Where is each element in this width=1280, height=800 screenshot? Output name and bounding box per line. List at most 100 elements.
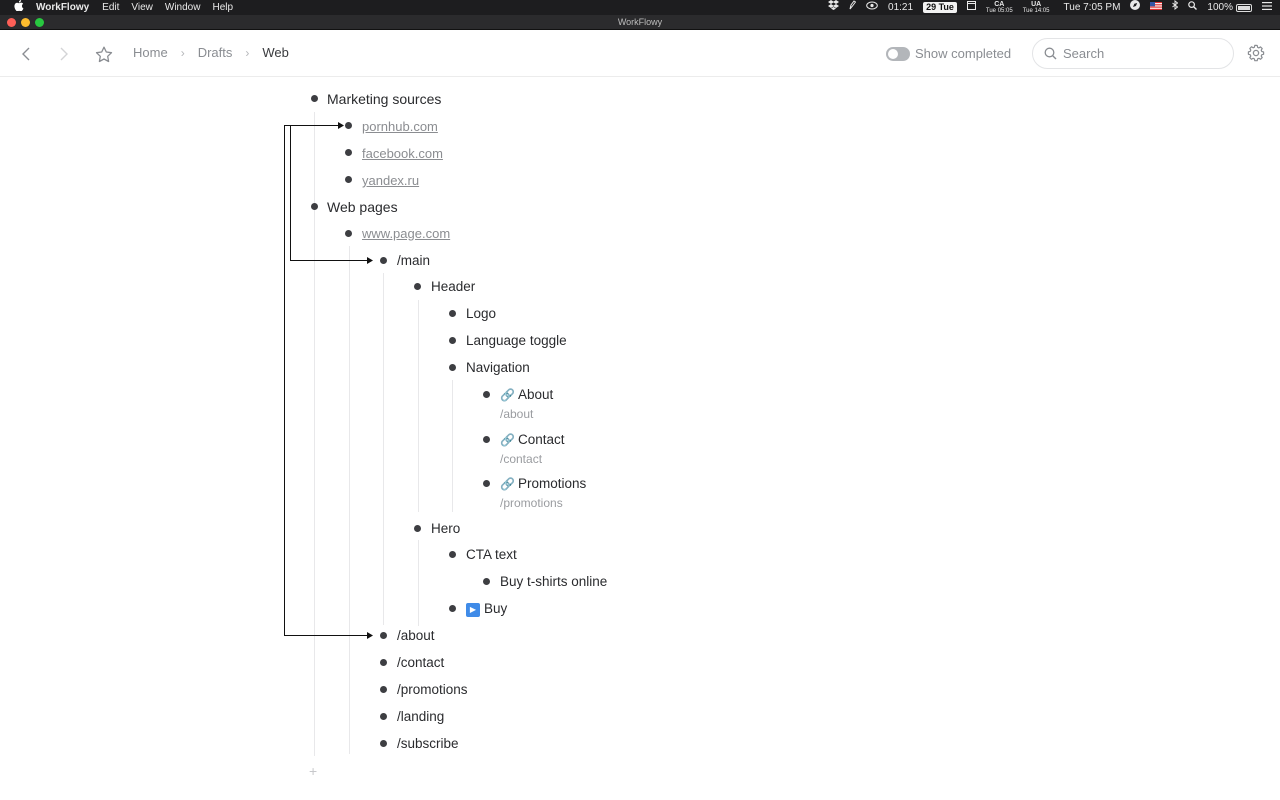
- menubar-clock[interactable]: Tue 7:05 PM: [1063, 2, 1121, 13]
- menu-window[interactable]: Window: [164, 2, 201, 13]
- toggle-switch[interactable]: [886, 46, 910, 61]
- item-bullet[interactable]: [449, 605, 456, 612]
- item-bullet[interactable]: [345, 176, 352, 183]
- item-bullet[interactable]: [311, 95, 318, 102]
- item-label[interactable]: Contact: [517, 432, 565, 447]
- item-text[interactable]: Header: [431, 279, 476, 294]
- item-bullet[interactable]: [449, 310, 456, 317]
- settings-button[interactable]: [1247, 44, 1267, 64]
- battery-icon[interactable]: [1236, 3, 1252, 12]
- show-completed-label[interactable]: Show completed: [915, 46, 1012, 61]
- menu-list-icon[interactable]: [1262, 0, 1272, 15]
- item-text[interactable]: 🔗Promotions: [500, 476, 586, 491]
- item-text[interactable]: Marketing sources: [327, 91, 442, 107]
- search-input[interactable]: [1063, 46, 1223, 61]
- item-link[interactable]: facebook.com: [362, 146, 443, 161]
- bluetooth-icon[interactable]: [1172, 0, 1179, 15]
- item-bullet[interactable]: [345, 122, 352, 129]
- us-flag-icon[interactable]: [1150, 0, 1163, 15]
- item-bullet[interactable]: [483, 391, 490, 398]
- menu-view[interactable]: View: [131, 2, 153, 13]
- spotlight-icon[interactable]: [1188, 0, 1198, 15]
- search-box[interactable]: [1032, 38, 1234, 69]
- item-text[interactable]: /subscribe: [397, 736, 459, 751]
- item-text[interactable]: Logo: [466, 306, 497, 321]
- item-text[interactable]: 🔗About: [500, 387, 553, 402]
- item-text[interactable]: /main: [397, 253, 431, 268]
- item-bullet[interactable]: [380, 686, 387, 693]
- pen-icon[interactable]: [849, 0, 857, 15]
- item-link[interactable]: yandex.ru: [362, 173, 420, 188]
- item-bullet[interactable]: [345, 149, 352, 156]
- item-text[interactable]: /promotions: [397, 682, 468, 697]
- item-text[interactable]: Language toggle: [466, 333, 567, 348]
- item-bullet[interactable]: [449, 364, 456, 371]
- item-bullet[interactable]: [380, 740, 387, 747]
- star-button[interactable]: [94, 44, 114, 64]
- item-bullet[interactable]: [380, 632, 387, 639]
- system-menu-bar: WorkFlowy Edit View Window Help 01:21 29…: [0, 0, 1280, 15]
- calendar-icon[interactable]: [966, 0, 976, 15]
- window-titlebar[interactable]: WorkFlowy: [0, 15, 1280, 30]
- item-bullet[interactable]: [414, 283, 421, 290]
- item-bullet[interactable]: [483, 578, 490, 585]
- compass-icon[interactable]: [1130, 0, 1141, 15]
- item-text[interactable]: 🔗Contact: [500, 432, 564, 447]
- item-note[interactable]: /about: [500, 407, 534, 421]
- item-bullet[interactable]: [380, 713, 387, 720]
- add-item-button[interactable]: +: [309, 763, 318, 779]
- item-label[interactable]: Buy: [484, 601, 508, 616]
- menu-edit[interactable]: Edit: [102, 2, 120, 13]
- breadcrumb-drafts[interactable]: Drafts: [197, 45, 233, 60]
- item-text[interactable]: /landing: [397, 709, 445, 724]
- item-text[interactable]: Hero: [431, 521, 461, 536]
- item-bullet[interactable]: [483, 480, 490, 487]
- eye-icon[interactable]: [866, 0, 878, 15]
- item-link[interactable]: www.page.com: [362, 226, 451, 241]
- apple-menu-icon[interactable]: [14, 0, 28, 16]
- item-bullet[interactable]: [380, 659, 387, 666]
- item-bullet[interactable]: [449, 551, 456, 558]
- battery-percent[interactable]: 100%: [1207, 2, 1233, 13]
- search-icon: [1044, 47, 1057, 60]
- small-clock[interactable]: 01:21: [888, 2, 914, 13]
- item-text[interactable]: CTA text: [466, 547, 517, 562]
- workflowy-app: Home › Drafts › Web Show completed Ma: [0, 30, 1280, 800]
- item-note[interactable]: /contact: [500, 452, 543, 466]
- forward-button[interactable]: [54, 44, 74, 64]
- chevron-right-icon: ›: [180, 45, 185, 60]
- item-note[interactable]: /promotions: [500, 496, 563, 510]
- breadcrumb-home[interactable]: Home: [133, 45, 168, 60]
- show-completed-toggle[interactable]: Show completed: [886, 46, 1011, 61]
- item-bullet[interactable]: [414, 525, 421, 532]
- item-link[interactable]: pornhub.com: [362, 119, 438, 134]
- fullscreen-window-button[interactable]: [35, 18, 44, 27]
- item-label[interactable]: About: [517, 387, 554, 402]
- dropbox-icon[interactable]: [828, 0, 840, 15]
- back-button[interactable]: [16, 44, 36, 64]
- item-text[interactable]: /about: [397, 628, 435, 643]
- item-bullet[interactable]: [483, 436, 490, 443]
- item-bullet[interactable]: [345, 230, 352, 237]
- item-bullet[interactable]: [449, 337, 456, 344]
- app-menu[interactable]: WorkFlowy: [36, 2, 90, 13]
- item-label[interactable]: Promotions: [517, 476, 587, 491]
- item-bullet[interactable]: [311, 203, 318, 210]
- minimize-window-button[interactable]: [21, 18, 30, 27]
- date-badge[interactable]: 29 Tue: [923, 2, 957, 13]
- item-text[interactable]: Web pages: [327, 199, 398, 215]
- item-text[interactable]: /contact: [397, 655, 445, 670]
- indent-guide: [314, 112, 315, 756]
- item-text[interactable]: Buy t-shirts online: [500, 574, 608, 589]
- close-window-button[interactable]: [7, 18, 16, 27]
- breadcrumb-current[interactable]: Web: [262, 45, 289, 60]
- item-bullet[interactable]: [380, 257, 387, 264]
- window-title: WorkFlowy: [617, 17, 663, 27]
- indent-guide: [418, 300, 419, 512]
- chevron-right-icon: ›: [245, 45, 250, 60]
- item-text[interactable]: Navigation: [466, 360, 530, 375]
- item-text[interactable]: ▶Buy: [466, 601, 507, 617]
- menu-help[interactable]: Help: [212, 2, 234, 13]
